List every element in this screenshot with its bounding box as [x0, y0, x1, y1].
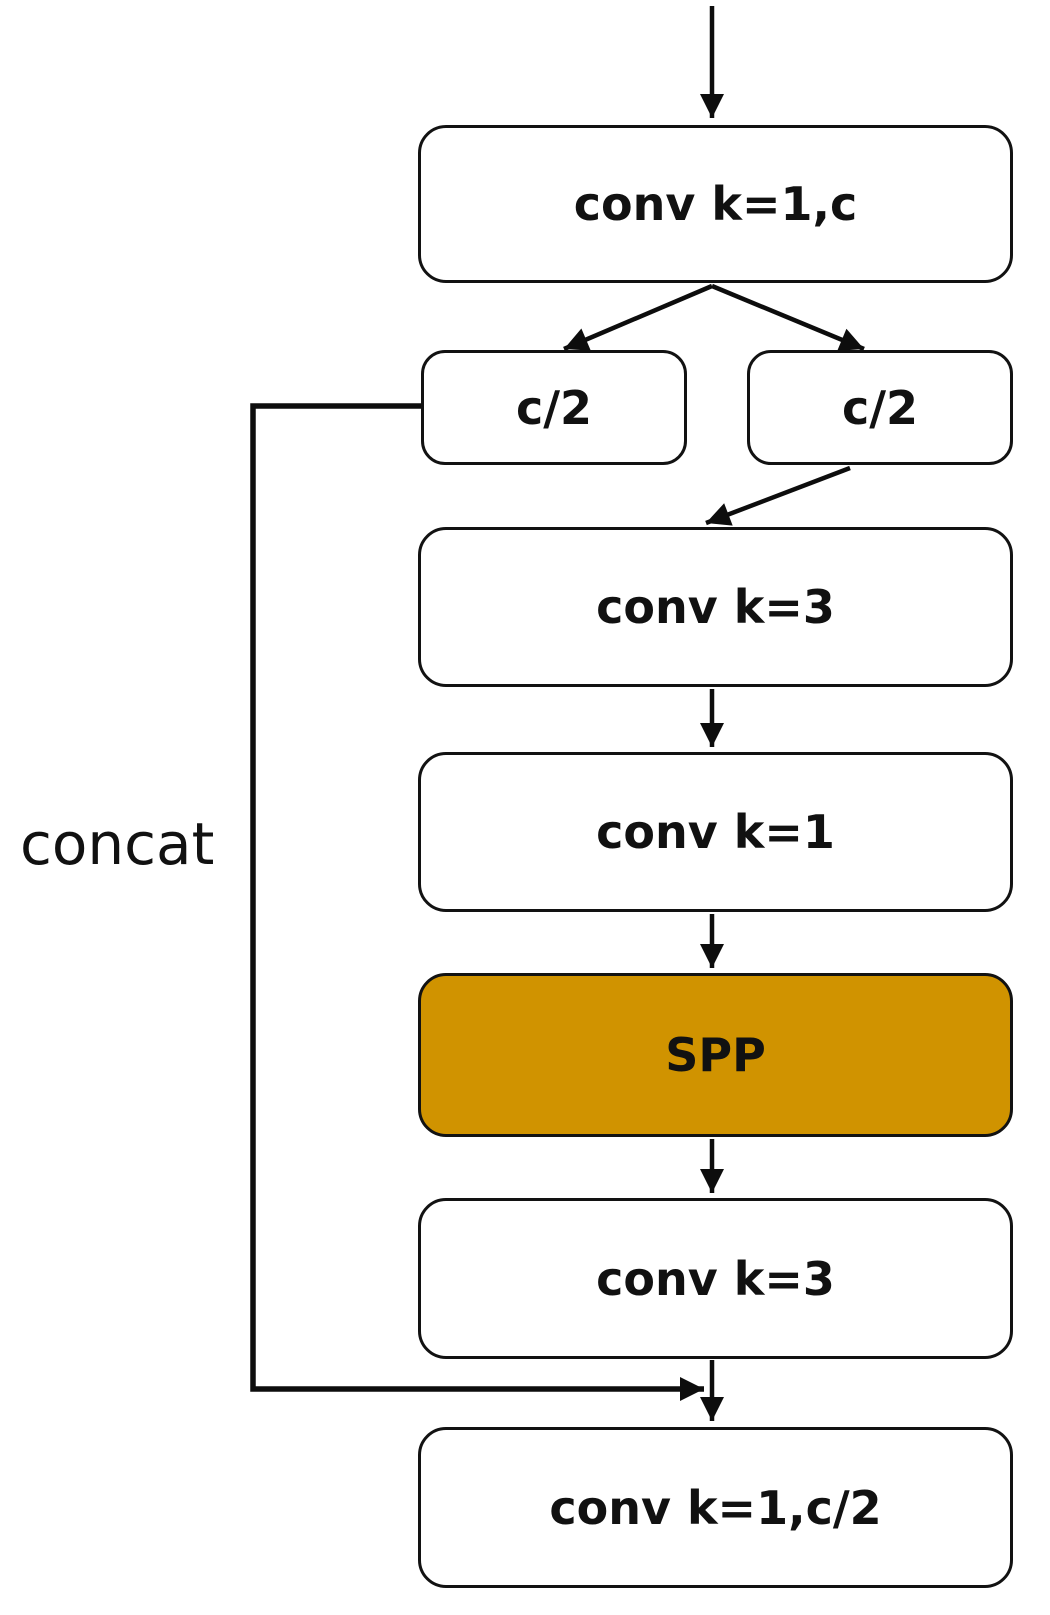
node-spp: SPP: [418, 973, 1013, 1137]
node-label: conv k=1: [596, 805, 835, 859]
edge-split-right-arrow: [711, 283, 865, 352]
node-label: c/2: [841, 380, 919, 435]
node-label: conv k=1,c: [573, 177, 858, 231]
edge-c2right-to-conv3-arrow: [705, 465, 851, 526]
node-c2-right: c/2: [747, 350, 1013, 465]
node-conv-k3-bottom: conv k=3: [418, 1198, 1013, 1359]
node-label: SPP: [665, 1028, 766, 1082]
node-label: c/2: [515, 380, 593, 435]
node-label: conv k=3: [596, 1251, 835, 1306]
node-c2-left: c/2: [421, 350, 687, 465]
edge-split-left-arrow: [563, 283, 713, 352]
node-conv-k1-c: conv k=1,c: [418, 125, 1013, 283]
node-label: conv k=3: [596, 580, 835, 634]
edge-concat-path-arrow: [250, 403, 704, 1401]
concat-label: concat: [20, 810, 215, 878]
node-conv-k3-top: conv k=3: [418, 527, 1013, 687]
node-label: conv k=1,c/2: [549, 1480, 882, 1535]
node-conv-k1-c2: conv k=1,c/2: [418, 1427, 1013, 1588]
node-conv-k1: conv k=1: [418, 752, 1013, 912]
